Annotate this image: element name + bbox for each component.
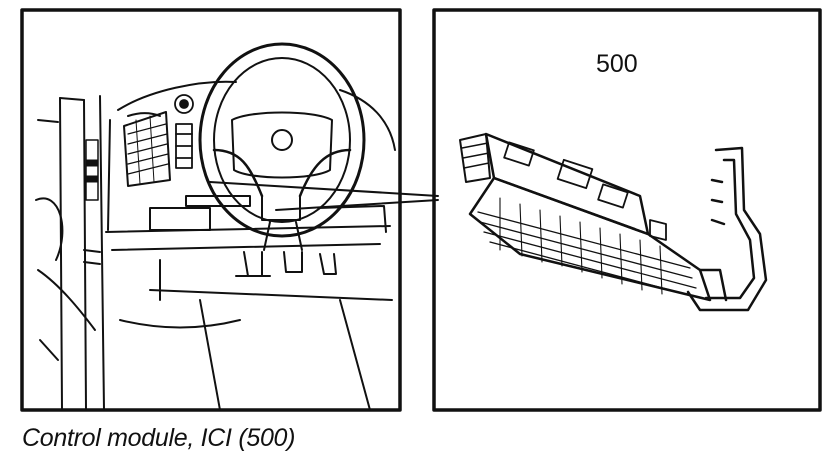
part-number-label: 500 (596, 50, 638, 78)
switch-panel (174, 94, 194, 169)
lower-dashboard (149, 205, 387, 411)
module-panel-frame (432, 8, 822, 412)
dashboard-panel-frame (20, 8, 402, 412)
module-detail-panel: 500 (432, 8, 822, 412)
mounting-bracket (686, 146, 768, 312)
pointer-lines (209, 181, 439, 211)
door-pillar (35, 95, 105, 411)
steering-column (185, 195, 303, 251)
control-module (459, 132, 712, 302)
pedals (235, 251, 337, 277)
dashboard-view-panel (20, 8, 402, 412)
air-vent (123, 111, 171, 187)
figure-caption: Control module, ICI (500) (22, 424, 296, 452)
